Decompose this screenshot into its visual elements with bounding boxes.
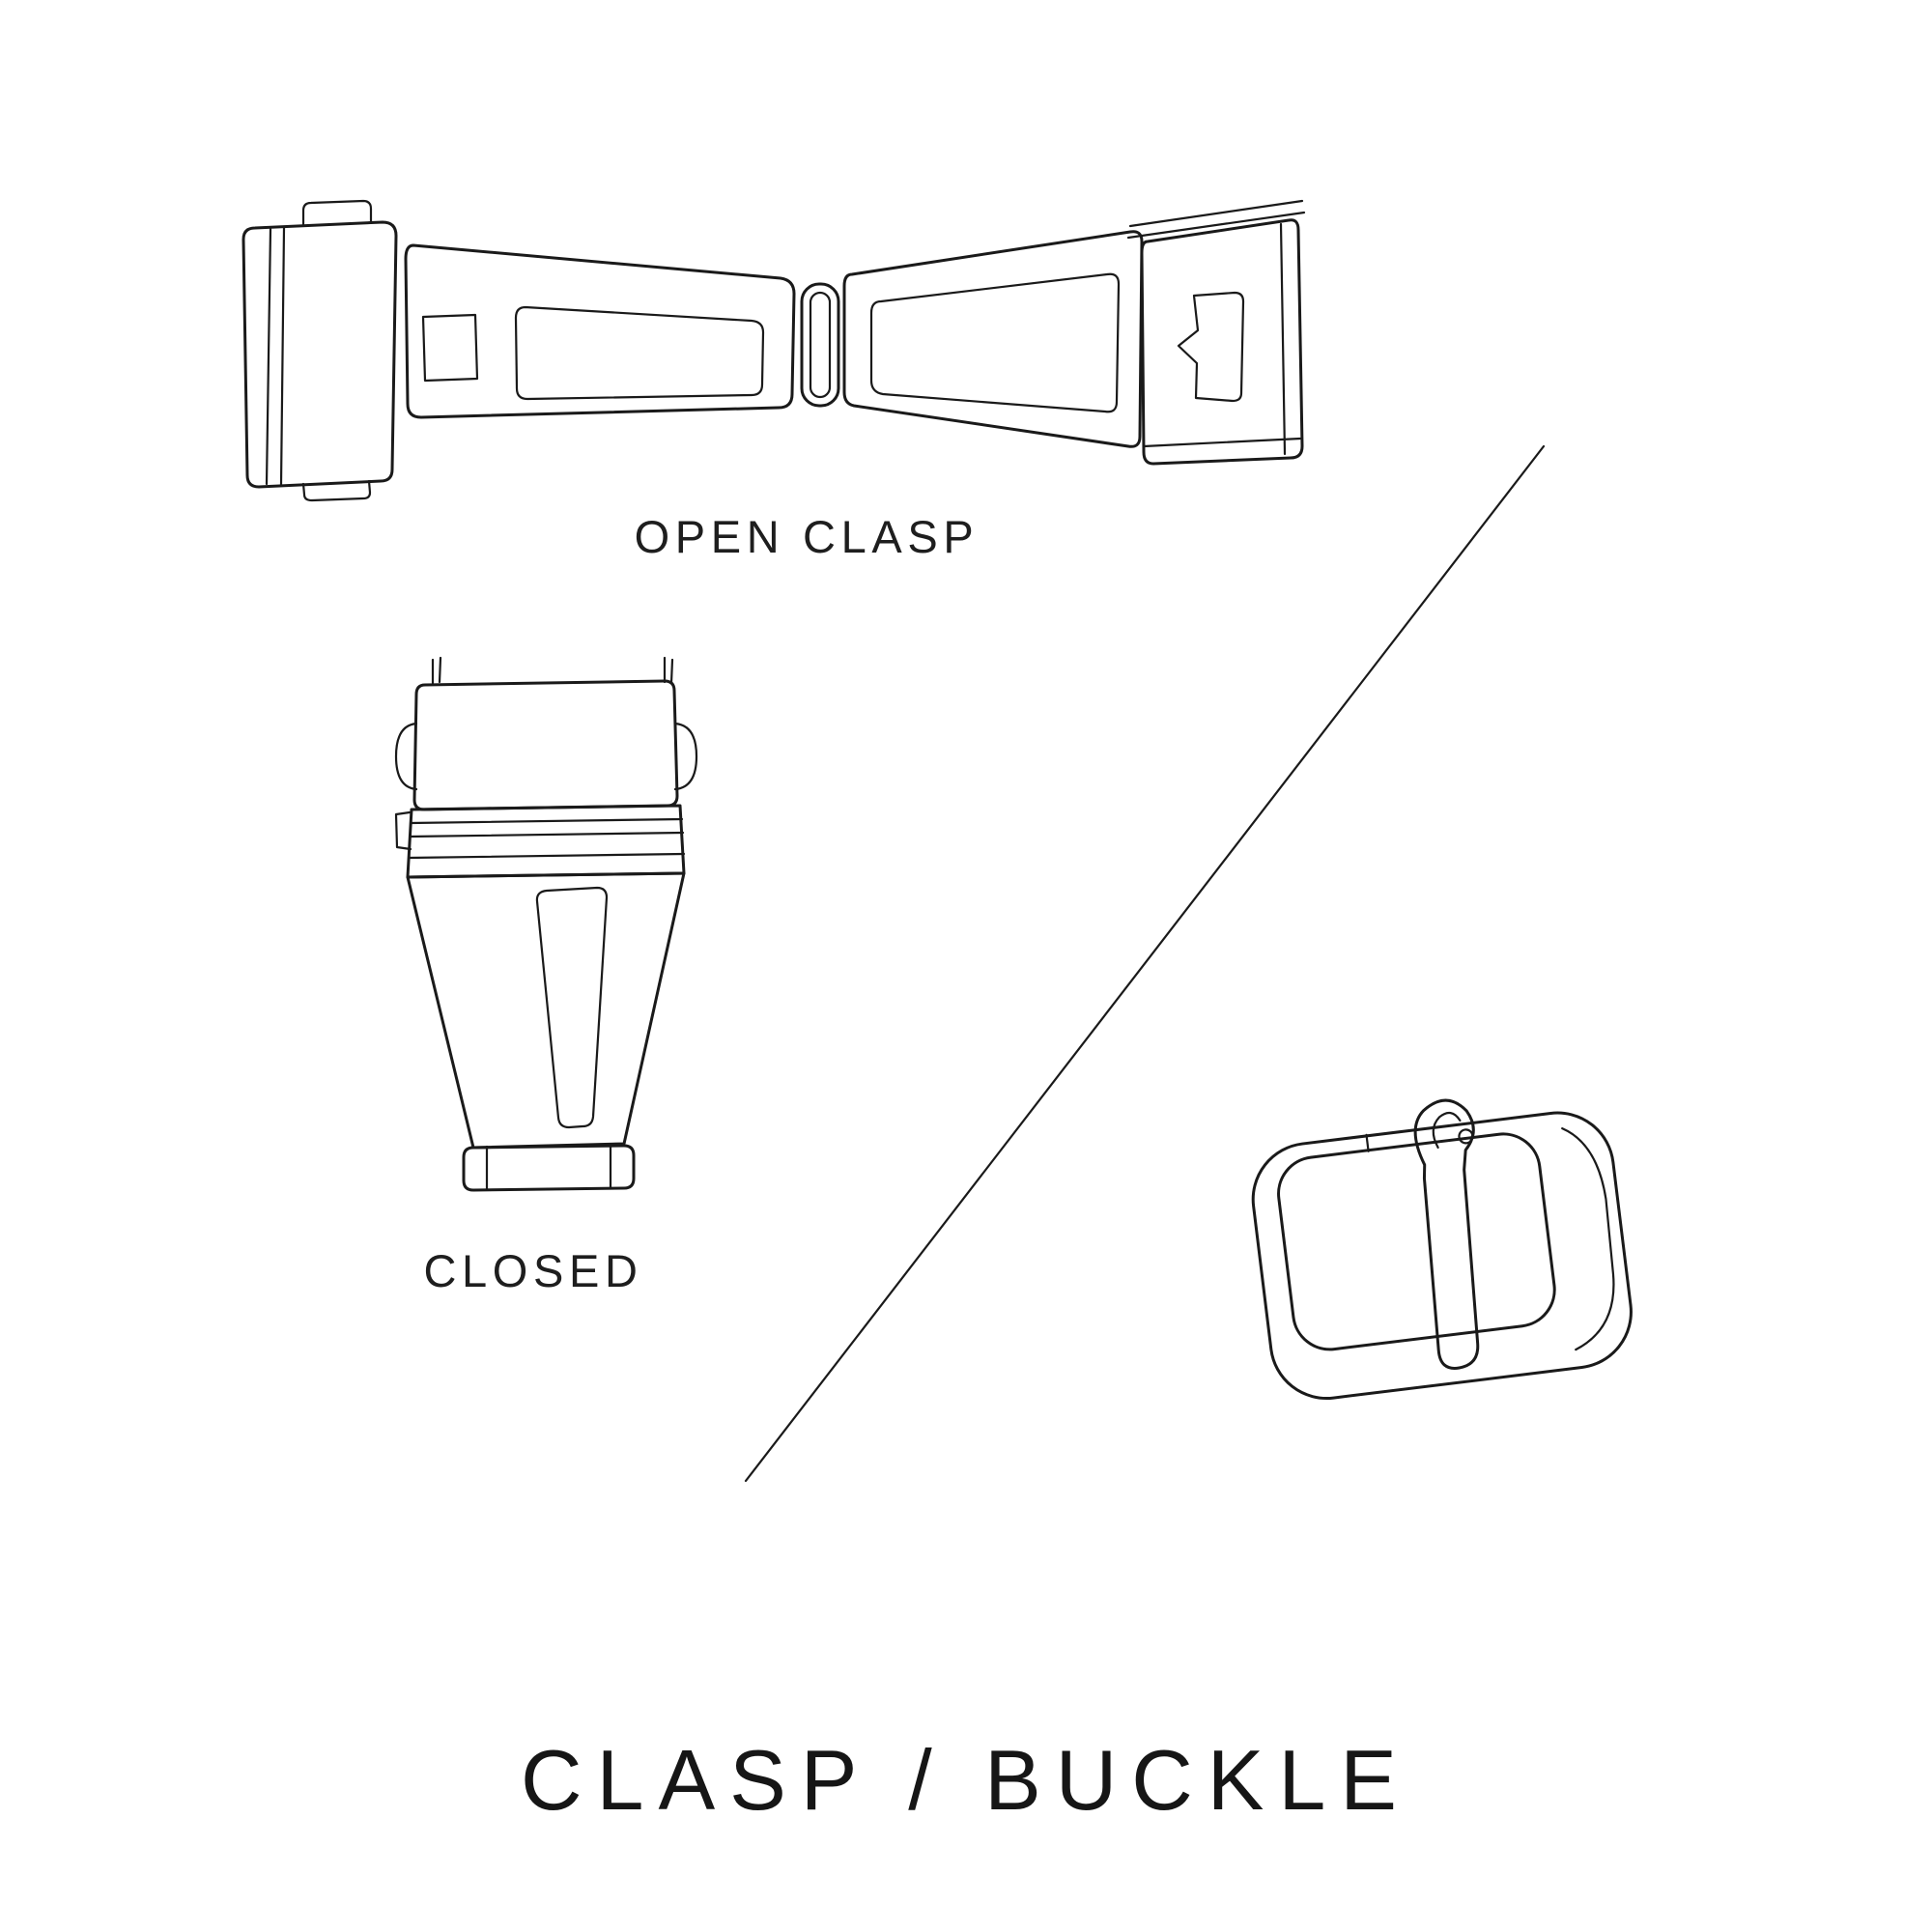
buckle-icon: [1251, 1098, 1633, 1401]
page-title: CLASP / BUCKLE: [521, 1732, 1411, 1828]
closed-clasp-icon: [394, 656, 698, 1192]
open-clasp-figure: [222, 174, 1306, 507]
divider-figure: [734, 435, 1555, 1492]
closed-clasp-label: CLOSED: [423, 1245, 643, 1296]
buckle-figure: [1236, 1084, 1652, 1422]
closed-clasp-figure: [388, 652, 707, 1198]
diagonal-divider-icon: [744, 444, 1546, 1483]
open-clasp-label: OPEN CLASP: [634, 511, 980, 562]
open-clasp-icon: [242, 199, 1306, 502]
